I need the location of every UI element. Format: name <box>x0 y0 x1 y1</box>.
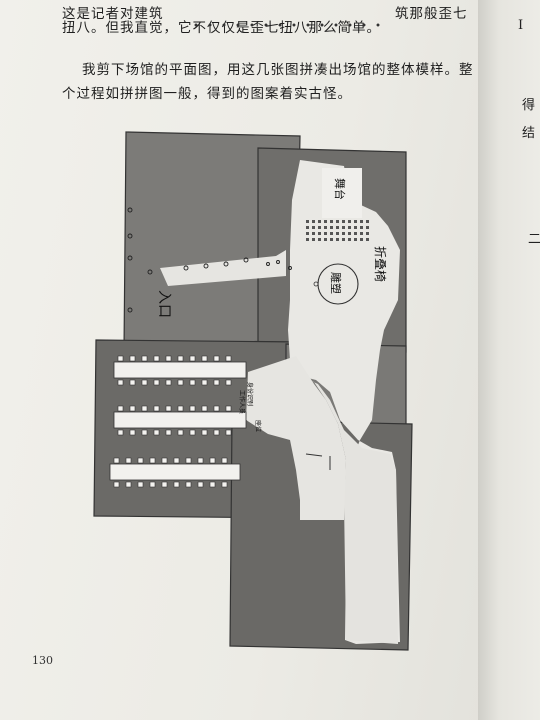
label-stage: 舞台 <box>333 178 347 200</box>
label-entrance: 入口 <box>156 290 172 318</box>
venue-lower-path <box>292 360 398 644</box>
text-line-1: 这是记者对建筑 <box>62 6 164 22</box>
emphasis-dots <box>189 22 389 28</box>
label-folding-chairs: 折叠椅 <box>373 246 388 282</box>
text-line-3: 我剪下场馆的平面图，用这几张图拼凑出场馆的整体模样。整 <box>82 62 474 78</box>
book-page-left: 这是记者对建筑 筑那般歪七 扭八。但我直觉，它不仅仅是歪七扭八那么简单。 我剪下… <box>0 0 488 720</box>
venue-middle-area <box>246 356 346 520</box>
folding-chairs-grid <box>306 220 369 241</box>
label-staff: 工作人员 <box>238 390 246 414</box>
right-page-fragment-4: 二 <box>528 232 540 247</box>
right-page-fragment-2: 得 <box>522 98 536 113</box>
book-page-right: I 得 结 二 <box>478 0 540 720</box>
text-line-4: 个过程如拼拼图一般，得到的图案着实古怪。 <box>62 86 352 102</box>
stage-area <box>322 168 362 218</box>
page-number: 130 <box>32 654 53 667</box>
label-sculpture: 雕塑 <box>329 272 343 294</box>
label-note: 身份识别 <box>246 382 254 406</box>
right-page-fragment-3: 结 <box>522 126 536 141</box>
seating-rows <box>109 355 247 488</box>
label-seats: 座位 <box>254 420 262 432</box>
corridor-arm <box>160 250 286 286</box>
right-page-fragment-1: I <box>518 18 524 33</box>
column-dots <box>127 207 292 313</box>
door-mark <box>305 453 323 457</box>
floor-plan-collage: 舞台 折叠椅 雕塑 入口 身份识别 工作人员 座位 <box>93 131 413 651</box>
sculpture-marker <box>313 281 319 287</box>
text-line-1-end: 筑那般歪七 <box>395 6 468 22</box>
